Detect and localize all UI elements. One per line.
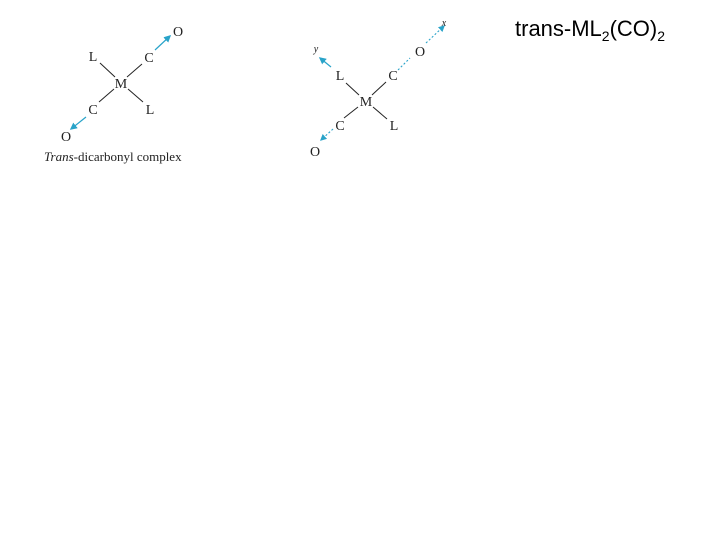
left-metal-label: M [115,77,128,92]
right-co-vector-lower [320,128,334,141]
left-diagram-caption: Trans-dicarbonyl complex [44,149,182,164]
left-ligand-label-upper: L [89,50,98,65]
right-bond-m-c-upper [371,81,387,96]
left-bond-m-c-upper [126,63,143,78]
left-complex-diagram: M L C O C L O [61,25,183,145]
left-carbon-label-lower: C [88,103,97,118]
right-x-axis-vector [425,25,445,44]
right-carbon-label-lower: C [335,119,344,134]
slide-title: trans-ML2(CO)2 [515,16,666,44]
right-x-axis-label: x [441,18,447,29]
right-y-axis-vector [318,57,332,68]
right-ligand-label-lower: L [390,119,399,134]
right-complex-diagram: M L C O C L O x y [310,18,447,160]
left-bond-m-l-lower [127,88,144,103]
right-bond-m-l-upper [345,82,360,96]
left-oxygen-label-upper: O [173,25,183,40]
right-oxygen-label-lower: O [310,145,320,160]
right-bond-m-l-lower [372,106,388,120]
right-metal-label: M [360,95,373,110]
right-y-axis-label: y [313,44,319,55]
left-ligand-label-lower: L [146,103,155,118]
right-oxygen-label-upper: O [415,45,425,60]
right-ligand-label-upper: L [336,69,345,84]
left-co-vector-lower [69,116,87,130]
right-bond-m-c-lower [343,106,359,119]
left-carbon-label-upper: C [144,51,153,66]
right-carbon-label-upper: C [388,69,397,84]
right-x-axis-dash-inner [397,57,411,71]
left-bond-m-c-lower [98,88,115,103]
left-co-vector-upper [154,35,172,51]
left-oxygen-label-lower: O [61,130,71,145]
left-bond-m-l-upper [99,62,116,78]
